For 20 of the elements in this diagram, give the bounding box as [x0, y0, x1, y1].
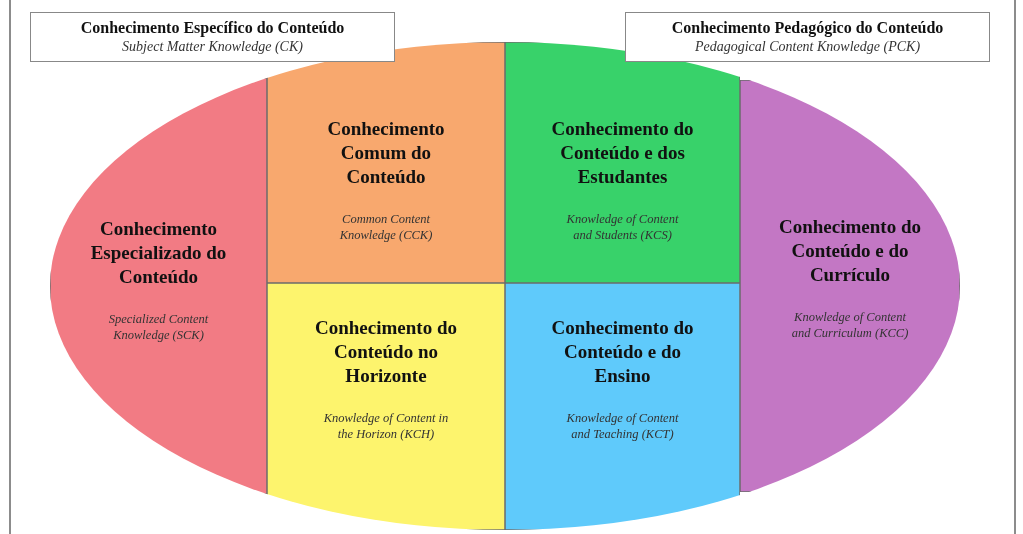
knowledge-region: [505, 283, 740, 530]
region-title: Conhecimento do Conteúdo e do Currículo: [779, 215, 921, 287]
heading-box: [625, 12, 990, 62]
subheading-text: Subject Matter Knowledge (CK): [122, 38, 303, 56]
region-title: Conhecimento Comum do Conteúdo: [326, 117, 446, 189]
heading-text: Conhecimento Pedagógico do Conteúdo: [671, 18, 944, 38]
region-title: Conhecimento do Conteúdo no Horizonte: [315, 316, 457, 388]
region-title: Conhecimento Especializado do Conteúdo: [89, 217, 228, 289]
heading-box: [30, 12, 395, 62]
region-subtitle: Knowledge of Content in the Horizon (KCH): [322, 410, 450, 442]
heading-text: Conhecimento Específico do Conteúdo: [80, 18, 345, 38]
region-subtitle: Knowledge of Content and Curriculum (KCC): [790, 309, 910, 341]
region-title: Conhecimento do Conteúdo e dos Estudantes: [551, 117, 694, 189]
region-subtitle: Knowledge of Content and Students (KCS): [565, 211, 680, 243]
knowledge-region: [267, 283, 505, 530]
subheading-text: Pedagogical Content Knowledge (PCK): [694, 38, 921, 56]
region-title: Conhecimento do Conteúdo e do Ensino: [551, 316, 694, 388]
region-subtitle: Specialized Content Knowledge (SCK): [107, 311, 210, 343]
region-subtitle: Knowledge of Content and Teaching (KCT): [565, 410, 680, 442]
region-subtitle: Common Content Knowledge (CCK): [338, 211, 434, 243]
